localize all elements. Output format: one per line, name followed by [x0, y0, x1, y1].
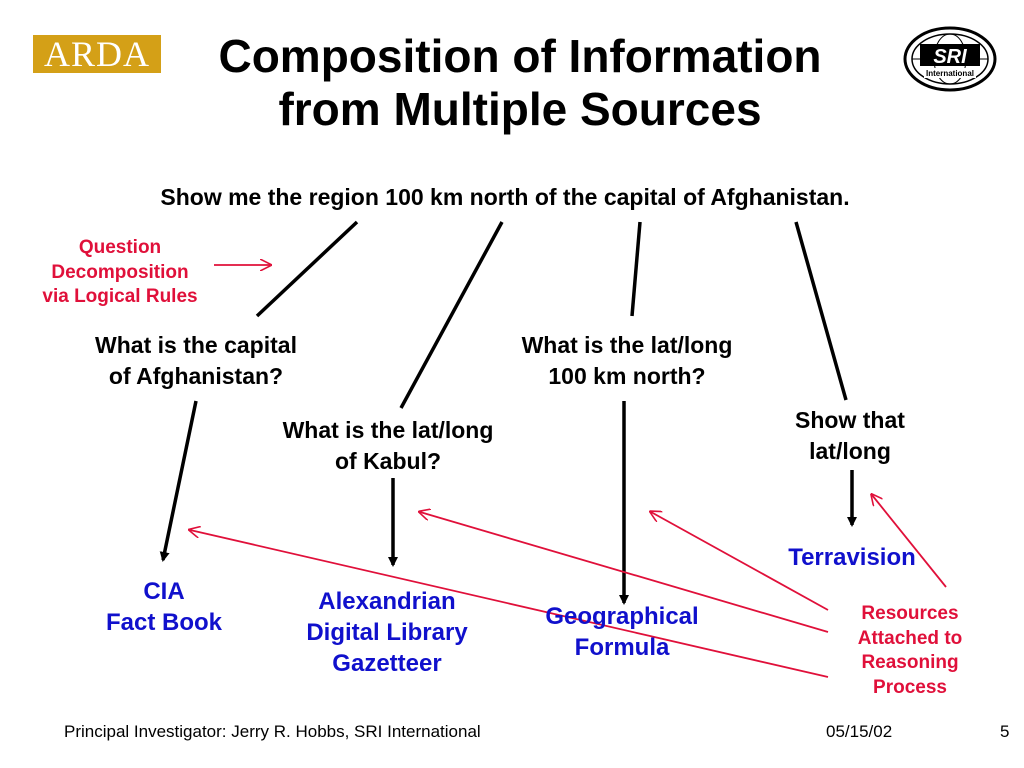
red-arrow-to-cia: [190, 530, 829, 678]
resource-terravision: Terravision: [788, 544, 916, 571]
subquestion-capital: What is the capital of Afghanistan?: [95, 332, 297, 390]
red-arrow-to-terravision: [872, 495, 947, 588]
footer-investigator: Principal Investigator: Jerry R. Hobbs, …: [64, 722, 481, 741]
arrow-capital-to-cia: [159, 400, 198, 562]
footer-date: 05/15/02: [826, 722, 893, 741]
red-arrow-to-adl: [420, 512, 829, 633]
sri-logo: SRI International: [903, 26, 997, 92]
subquestion-show-latlong: Show that lat/long: [795, 407, 905, 465]
decomp-line-2: [399, 221, 504, 409]
decomp-line-4: [794, 221, 848, 401]
decomp-line-3: [630, 221, 642, 317]
slide-title: Composition of Information from Multiple…: [218, 30, 822, 135]
annotation-question-decomposition: Question Decomposition via Logical Rules: [42, 237, 198, 308]
red-arrow-to-formula: [651, 512, 829, 611]
subquestion-kabul-latlong: What is the lat/long of Kabul?: [282, 417, 494, 475]
resource-alexandrian-library: Alexandrian Digital Library Gazetteer: [306, 588, 468, 678]
annotation-resources-attached: Resources Attached to Reasoning Process: [857, 603, 963, 699]
main-question: Show me the region 100 km north of the c…: [160, 184, 850, 210]
svg-text:International: International: [926, 69, 974, 78]
resource-cia-factbook: CIA Fact Book: [105, 578, 222, 637]
subquestion-latlong-north: What is the lat/long 100 km north?: [521, 332, 733, 390]
footer-page-number: 5: [1000, 722, 1010, 741]
arda-logo: ARDA: [33, 35, 161, 73]
resource-geographical-formula: Geographical Formula: [545, 603, 699, 662]
svg-text:SRI: SRI: [933, 46, 967, 68]
decomp-line-1: [255, 220, 359, 318]
